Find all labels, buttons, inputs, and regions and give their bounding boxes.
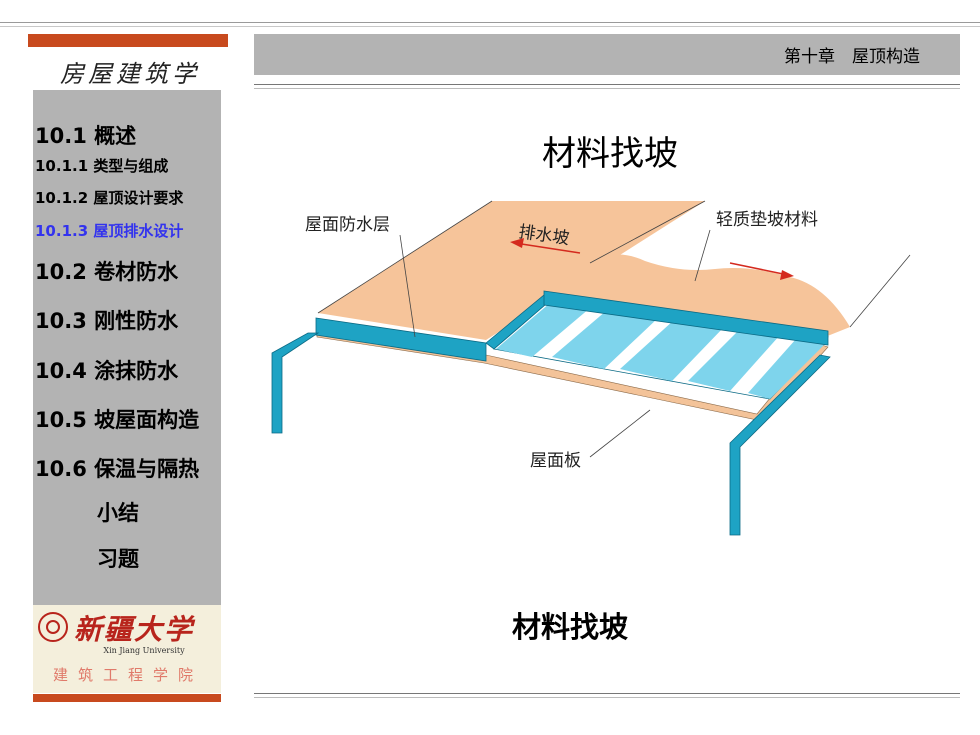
nav-10-1-1[interactable]: 10.1.1 类型与组成	[35, 157, 169, 175]
nav-exercises[interactable]: 习题	[97, 547, 139, 571]
footer-rule	[254, 693, 960, 694]
slide-caption: 材料找坡	[511, 610, 628, 644]
sidebar	[33, 90, 221, 605]
nav-10-1-2[interactable]: 10.1.2 屋顶设计要求	[35, 189, 184, 207]
label-waterproof: 屋面防水层	[305, 215, 390, 235]
wall-right	[729, 354, 831, 536]
university-name-en: Xin Jiang University	[103, 646, 185, 655]
label-light-material: 轻质垫坡材料	[716, 210, 818, 230]
top-rule-secondary	[0, 26, 980, 27]
accent-bar-bottom	[33, 694, 221, 702]
university-seal-icon	[38, 612, 68, 642]
drain-arrow-left-icon	[510, 238, 581, 254]
leader-light-material	[694, 229, 711, 282]
waterproof-layer-right	[543, 290, 829, 346]
nav-10-3[interactable]: 10.3 刚性防水	[35, 309, 179, 333]
header-rule	[254, 84, 960, 85]
accent-bar-top	[28, 34, 228, 47]
nav-10-1-3[interactable]: 10.1.3 屋顶排水设计	[35, 222, 184, 240]
leader-waterproof	[399, 234, 416, 338]
nav-10-4[interactable]: 10.4 涂抹防水	[35, 359, 179, 383]
leader-roof-slab	[589, 409, 651, 458]
nav-10-5[interactable]: 10.5 坡屋面构造	[35, 408, 200, 432]
waterproof-surface-left	[318, 201, 705, 340]
school-name: 建筑工程学院	[52, 666, 203, 684]
header-rule-secondary	[254, 88, 960, 89]
parapet-left	[271, 332, 320, 434]
drain-arrow-right-icon	[729, 262, 794, 280]
course-title: 房屋建筑学	[60, 60, 200, 88]
label-roof-slab: 屋面板	[530, 451, 581, 471]
nav-summary[interactable]: 小结	[97, 501, 139, 525]
university-name-cn: 新疆大学	[74, 613, 195, 646]
nav-10-6[interactable]: 10.6 保温与隔热	[35, 457, 200, 481]
chapter-title: 第十章 屋顶构造	[784, 47, 920, 67]
light-fill-material	[544, 254, 850, 337]
nav-10-1[interactable]: 10.1 概述	[35, 124, 137, 148]
nav-10-2[interactable]: 10.2 卷材防水	[35, 260, 179, 284]
footer-rule-secondary	[254, 697, 960, 698]
header-bar	[254, 34, 960, 75]
insulation-stripes	[496, 303, 826, 399]
top-rule	[0, 22, 980, 23]
waterproof-layer-left	[315, 317, 487, 362]
roof-section-diagram: 屋面防水层 排水坡 轻质垫坡材料 屋面板	[271, 200, 911, 536]
university-seal-inner-icon	[46, 620, 60, 634]
slide-title: 材料找坡	[542, 134, 678, 174]
